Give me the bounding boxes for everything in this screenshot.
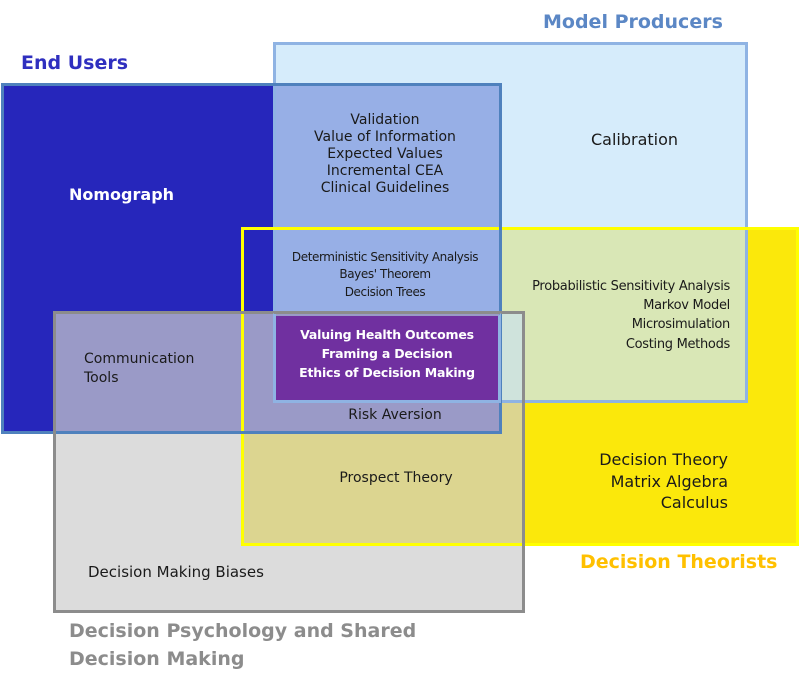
region-item: Matrix Algebra <box>610 471 728 491</box>
region-item: Valuing Health Outcomes <box>300 327 474 342</box>
region-item: Communication <box>84 351 195 367</box>
region-item: Framing a Decision <box>321 345 453 361</box>
end-users-theorists-overlap <box>244 230 273 315</box>
region-model-producers-theorists: Probabilistic Sensitivity Analysis Marko… <box>505 277 730 354</box>
region-end-users-model-producers: Validation Value of Information Expected… <box>287 112 483 197</box>
region-item: Clinical Guidelines <box>320 180 450 197</box>
psychology-theorists-overlap <box>244 432 522 543</box>
decision-theorists-title: Decision Theorists <box>580 551 778 573</box>
region-theorists-only: Decision Theory Matrix Algebra Calculus <box>560 449 728 514</box>
region-psychology-only: Decision Making Biases <box>88 563 264 581</box>
region-item: Calculus <box>660 493 728 513</box>
region-item: Bayes' Theorem <box>339 267 431 282</box>
region-psychology-theorists: Prospect Theory <box>296 470 496 487</box>
region-item: Risk Aversion <box>348 407 442 423</box>
decision-psychology-title-line: Decision Making <box>69 647 245 670</box>
all-four-overlap <box>276 316 498 400</box>
region-item: Prospect Theory <box>339 470 453 486</box>
region-item: Incremental CEA <box>326 163 444 180</box>
decision-psychology-title: Decision Psychology and Shared Decision … <box>69 618 416 673</box>
region-item: Validation <box>350 112 420 128</box>
region-end-users-model-producers-theorists: Deterministic Sensitivity Analysis Bayes… <box>280 249 490 301</box>
end-users-title: End Users <box>21 52 129 74</box>
region-item: Decision Making Biases <box>88 563 264 581</box>
region-item: Calibration <box>591 130 679 149</box>
psychology-theorists-strip <box>499 401 522 432</box>
psychology-model-producers-theorists-overlap <box>499 314 522 401</box>
region-item: Expected Values <box>327 146 443 163</box>
region-item: Decision Trees <box>344 284 426 299</box>
region-item: Decision Theory <box>599 450 728 469</box>
model-producers-theorists-overlap <box>498 230 745 401</box>
region-item: Markov Model <box>643 298 730 314</box>
region-all-four: Valuing Health Outcomes Framing a Decisi… <box>276 326 498 382</box>
region-item: Ethics of Decision Making <box>299 364 475 380</box>
region-item: Costing Methods <box>625 336 730 352</box>
end-users-model-producers-theorists-overlap <box>273 230 499 315</box>
region-item: Nomograph <box>69 185 175 204</box>
region-end-users-psychology-theorists: Risk Aversion <box>290 407 500 424</box>
model-producers-title: Model Producers <box>543 11 723 33</box>
region-item: Tools <box>84 369 119 386</box>
region-model-producers-only: Calibration <box>591 130 678 150</box>
decision-psychology-title-line: Decision Psychology and Shared <box>69 620 417 642</box>
region-end-users-psychology: Communication Tools <box>84 350 194 388</box>
region-item: Deterministic Sensitivity Analysis <box>291 250 479 264</box>
region-end-users-only: Nomograph <box>69 185 174 205</box>
region-item: Value of Information <box>314 129 456 146</box>
region-item: Probabilistic Sensitivity Analysis <box>532 279 730 294</box>
region-item: Microsimulation <box>631 317 731 333</box>
